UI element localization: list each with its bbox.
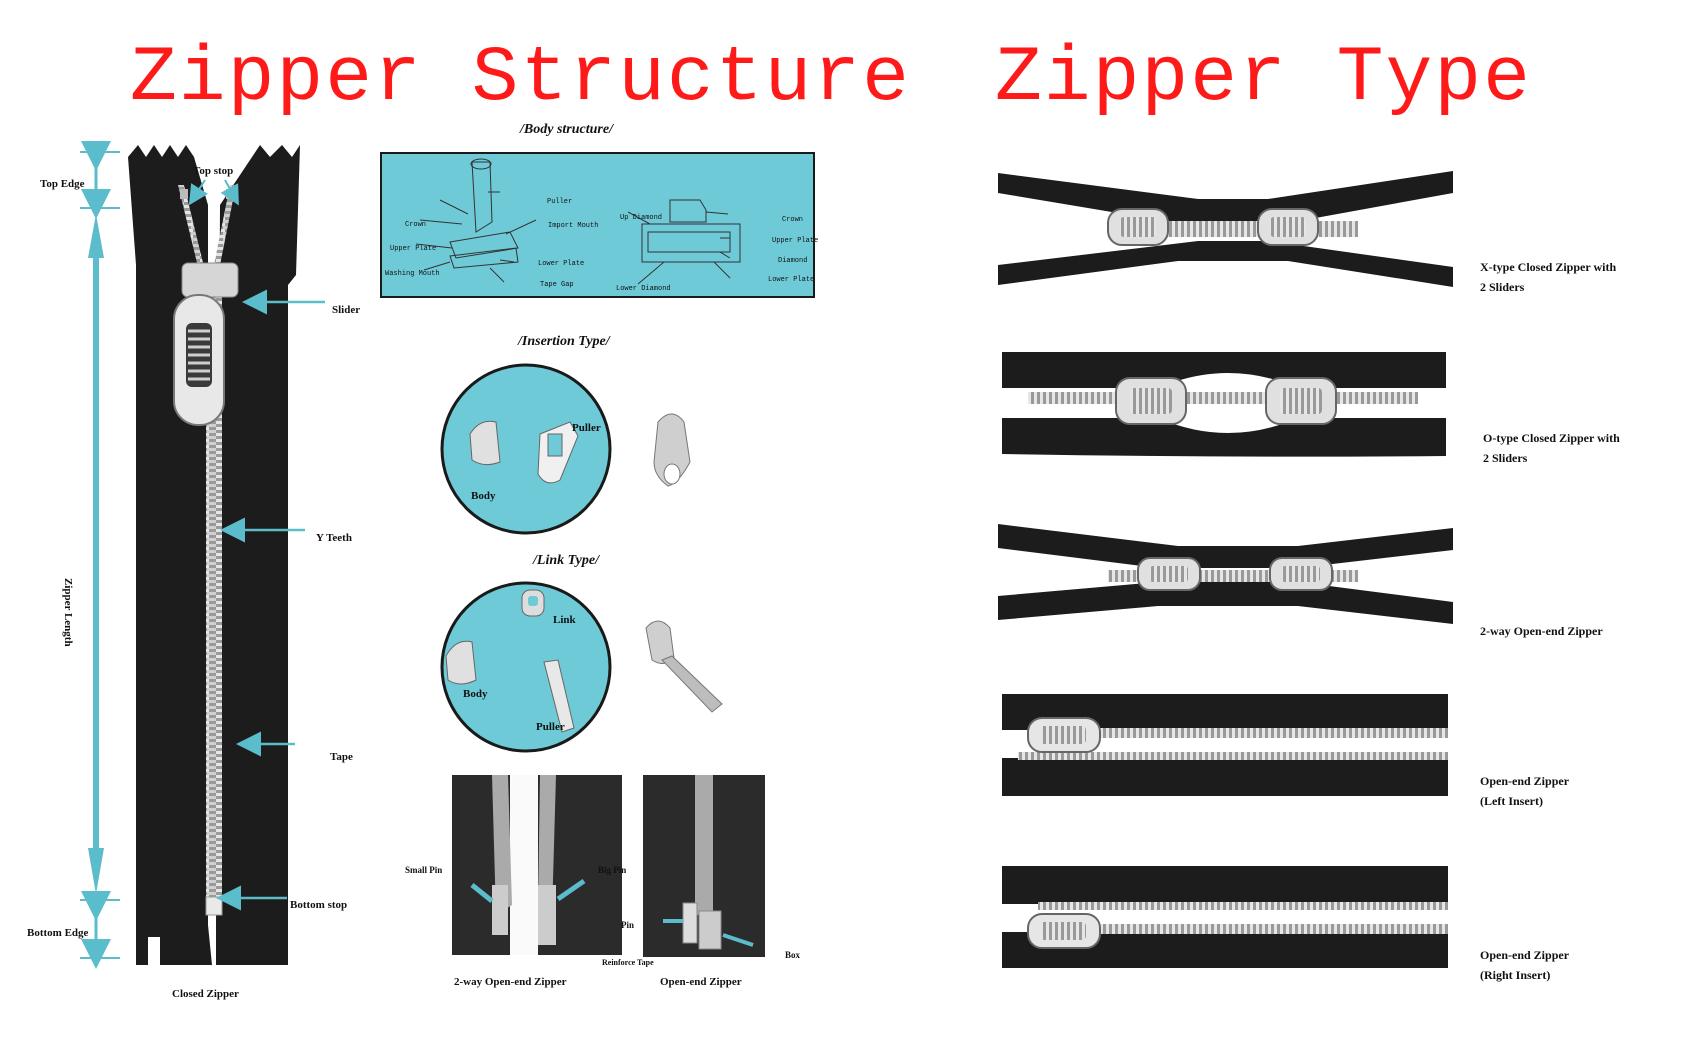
bs-lower-plate-right: Lower Plate <box>768 276 815 284</box>
type-caption-2-line1: O-type Closed Zipper with <box>1483 431 1620 445</box>
type-caption-4-line1: Open-end Zipper <box>1480 774 1570 788</box>
link-puller-label: Puller <box>536 721 565 733</box>
insertion-puller-label: Puller <box>572 422 601 434</box>
bs-puller: Puller <box>547 198 573 206</box>
bs-diamond: Diamond <box>778 257 808 265</box>
big-pin-label: Big Pin <box>598 865 627 875</box>
box-label: Box <box>785 950 801 960</box>
closed-zipper-caption: Closed Zipper <box>172 988 239 1000</box>
type-caption-4: Open-end Zipper (Left Insert) <box>1480 771 1569 811</box>
type-caption-3-line1: 2-way Open-end Zipper <box>1480 624 1603 638</box>
slider-label: Slider <box>332 304 361 316</box>
open-end-caption: Open-end Zipper <box>660 976 742 988</box>
link-type-diagram <box>440 581 723 753</box>
type-caption-1: X-type Closed Zipper with 2 Sliders <box>1480 257 1616 297</box>
bs-lower-diamond: Lower Diamond <box>616 285 671 293</box>
closed-zipper-image <box>128 145 300 965</box>
body-structure-panel <box>380 152 815 298</box>
type-title: Zipper Type <box>995 35 1532 123</box>
type-open-end-left-image <box>1002 694 1448 796</box>
y-teeth-label: Y Teeth <box>316 532 352 544</box>
bs-up-diamond: Up Diamond <box>620 214 663 222</box>
open-end-image <box>643 775 765 957</box>
bottom-stop-label: Bottom stop <box>290 899 348 911</box>
pin-label: Pin <box>621 920 635 930</box>
type-open-end-right-image <box>1002 866 1448 968</box>
reinforce-tape-label: Reinforce Tape <box>602 958 654 967</box>
bs-import-mouth: Import Mouth <box>548 222 599 230</box>
bs-crown-right: Crown <box>782 216 804 224</box>
top-edge-label: Top Edge <box>40 178 85 190</box>
bs-upper-plate-right: Upper Plate <box>772 237 819 245</box>
bottom-edge-label: Bottom Edge <box>27 927 89 939</box>
bs-tape-gap: Tape Gap <box>540 281 574 289</box>
bs-washing-mouth: Washing Mouth <box>385 270 440 278</box>
type-x-closed-image <box>998 171 1453 287</box>
bs-upper-plate-left: Upper Plate <box>390 245 437 253</box>
body-structure-title: /Body structure/ <box>520 122 613 137</box>
two-way-open-end-image <box>452 775 622 955</box>
body-structure-drawing <box>415 158 741 285</box>
insertion-type-diagram <box>440 363 691 535</box>
type-o-closed-image <box>1002 352 1446 457</box>
zipper-length-dimension <box>80 141 120 969</box>
insertion-type-title: /Insertion Type/ <box>518 334 610 349</box>
small-pin-label: Small Pin <box>405 865 443 875</box>
structure-title: Zipper Structure <box>130 35 911 123</box>
type-caption-1-line2: 2 Sliders <box>1480 280 1525 294</box>
type-caption-5-line2: (Right Insert) <box>1480 968 1551 982</box>
type-caption-4-line2: (Left Insert) <box>1480 794 1543 808</box>
link-body-label: Body <box>463 688 488 700</box>
link-link-label: Link <box>553 614 576 626</box>
tape-label: Tape <box>330 751 353 763</box>
insertion-body-label: Body <box>471 490 496 502</box>
two-way-caption: 2-way Open-end Zipper <box>454 976 567 988</box>
link-type-title: /Link Type/ <box>533 553 599 568</box>
bs-lower-plate-left: Lower Plate <box>538 260 585 268</box>
type-caption-1-line1: X-type Closed Zipper with <box>1480 260 1617 274</box>
type-two-way-open-end-image <box>998 524 1453 624</box>
bs-crown-left: Crown <box>405 221 427 229</box>
type-caption-2-line2: 2 Sliders <box>1483 451 1528 465</box>
zipper-length-label: Zipper Length <box>62 578 74 647</box>
zipper-callout-arrows <box>188 179 325 911</box>
type-caption-3: 2-way Open-end Zipper <box>1480 621 1603 641</box>
type-caption-5: Open-end Zipper (Right Insert) <box>1480 945 1569 985</box>
top-stop-label: Top stop <box>193 165 234 177</box>
type-caption-5-line1: Open-end Zipper <box>1480 948 1570 962</box>
type-caption-2: O-type Closed Zipper with 2 Sliders <box>1483 428 1620 468</box>
